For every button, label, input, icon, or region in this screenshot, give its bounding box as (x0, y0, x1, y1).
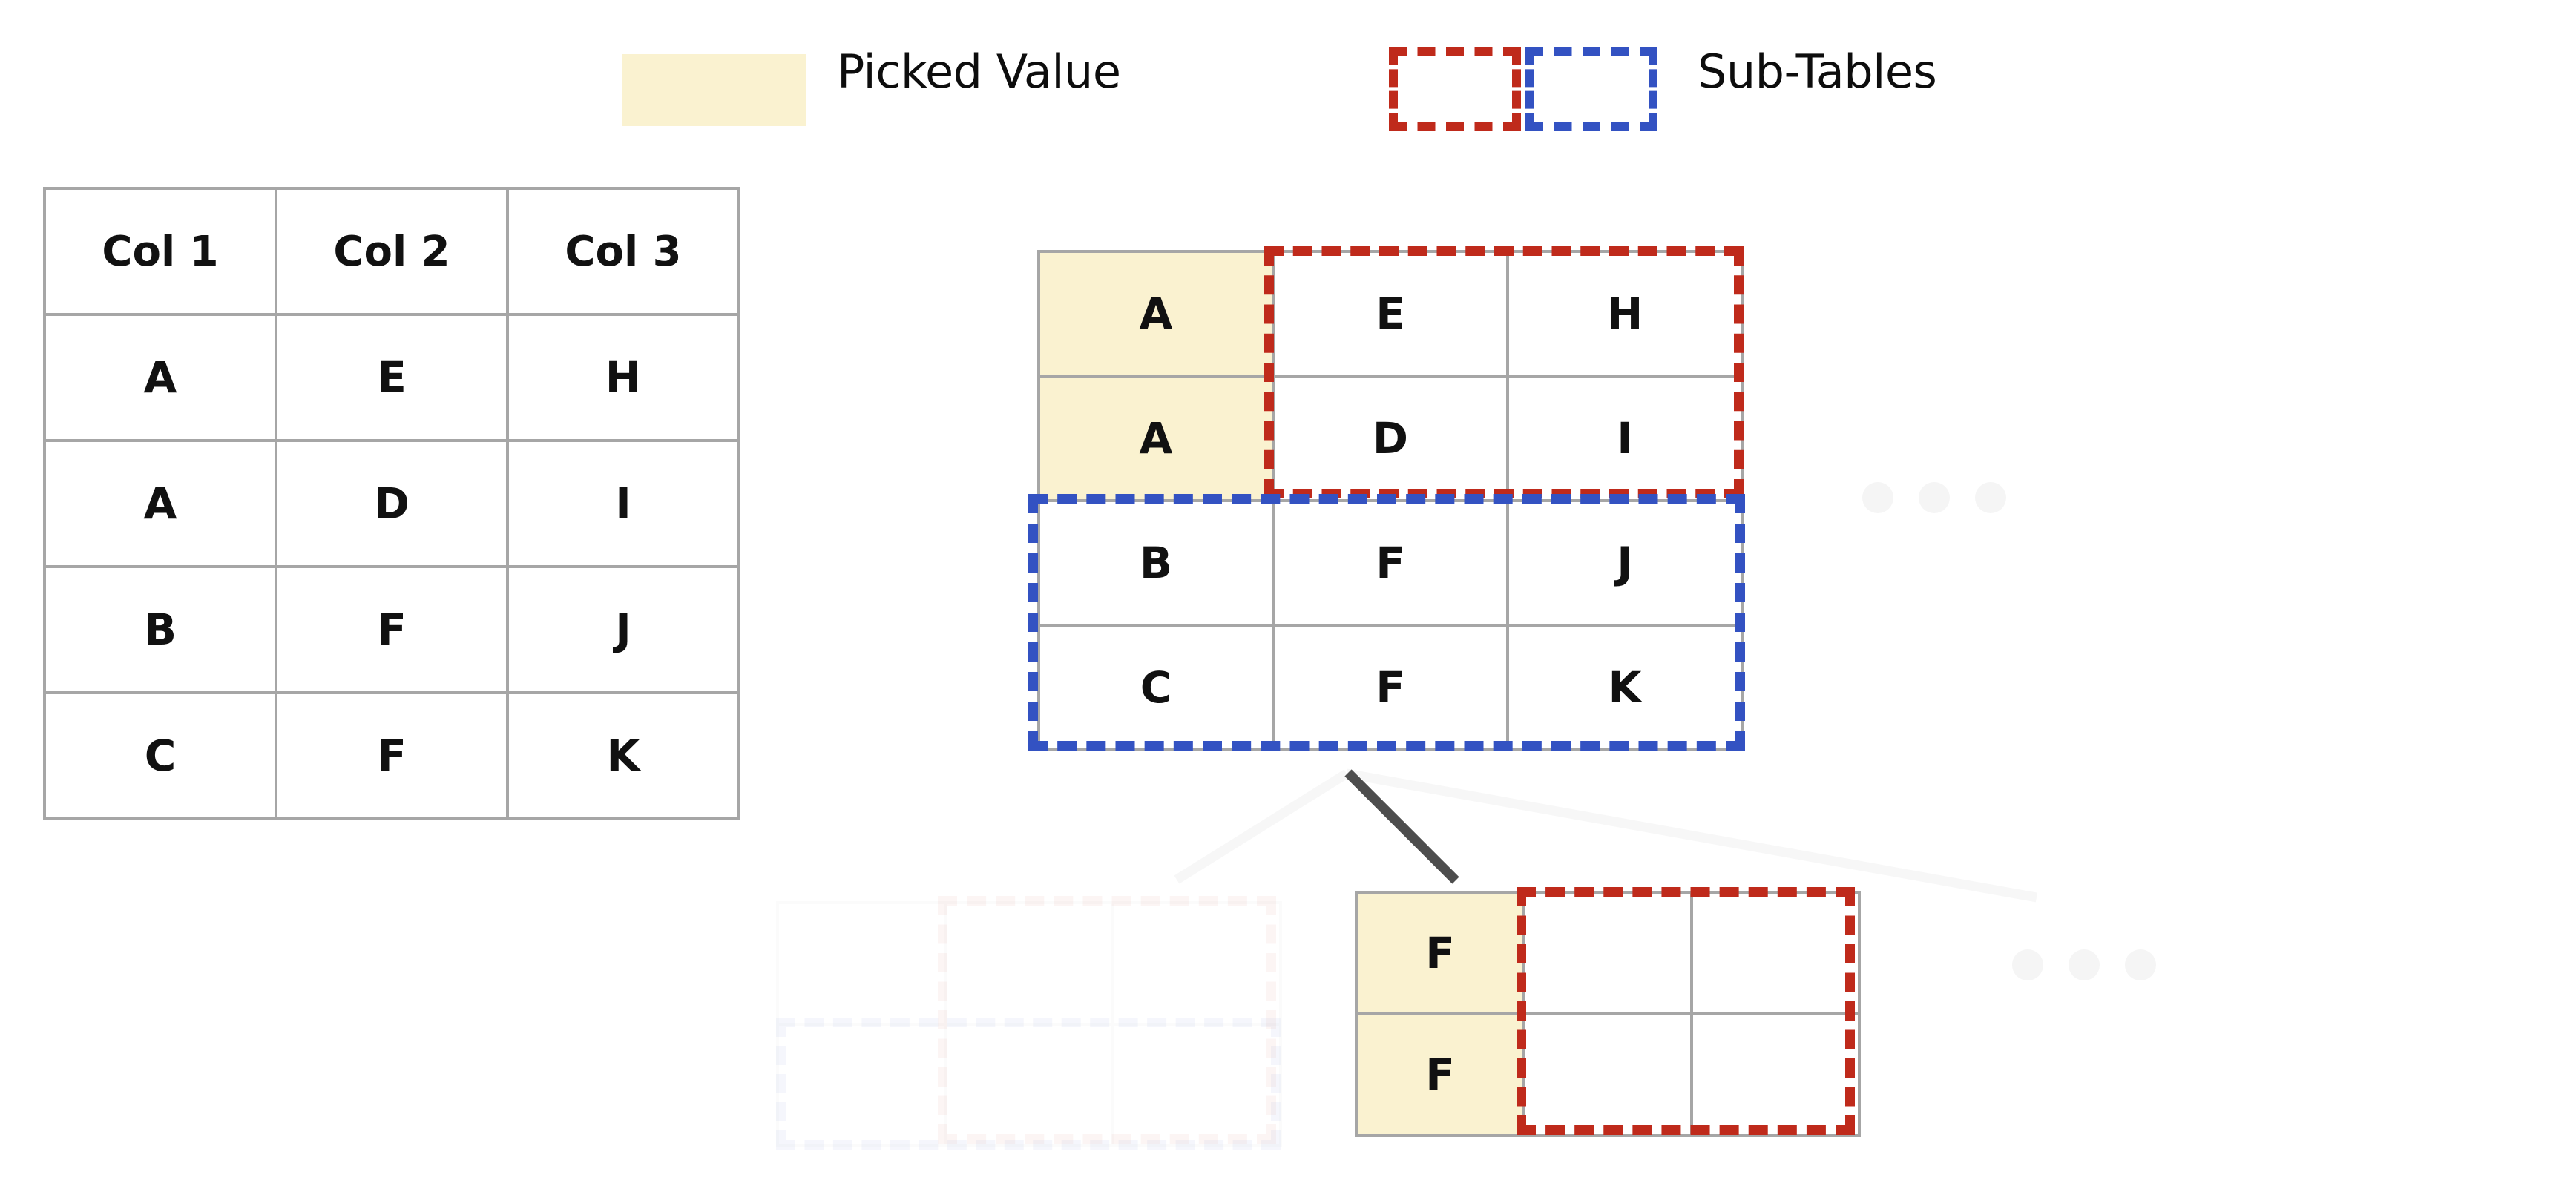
source-cell: F (275, 691, 509, 820)
middle-cell: I (1506, 375, 1744, 502)
connector-faint-right (1345, 768, 2038, 903)
table-row: A E H (43, 313, 740, 442)
source-table: Col 1 Col 2 Col 3 A E H A D I B F J C F (43, 187, 740, 820)
table-row: F (1355, 1012, 1861, 1137)
ghost-cell (945, 903, 1113, 1024)
middle-cell: F (1272, 624, 1509, 751)
table-row: B F J (43, 565, 740, 694)
middle-cell: K (1506, 624, 1744, 751)
ellipsis-dot (1862, 482, 1893, 513)
legend-sub-tables-label: Sub-Tables (1698, 45, 1937, 99)
legend-red-subtable-swatch (1389, 47, 1521, 131)
ghost-sub-table (776, 901, 1282, 1147)
connector-faint-left (1174, 769, 1350, 884)
source-cell: D (275, 439, 509, 568)
source-cell: E (275, 313, 509, 442)
ellipsis-right (1862, 482, 2006, 513)
source-cell: K (506, 691, 740, 820)
table-row: C F K (43, 691, 740, 820)
table-row (778, 903, 1281, 1024)
table-row: B F J (1037, 499, 1744, 627)
middle-cell: D (1272, 375, 1509, 502)
middle-cell: E (1272, 250, 1509, 378)
table-row: A D I (43, 439, 740, 568)
legend-picked-value-label: Picked Value (837, 45, 1121, 99)
middle-cell: J (1506, 499, 1744, 627)
ghost-cell (1113, 903, 1281, 1024)
picked-cell: A (1037, 250, 1275, 378)
source-header-col1: Col 1 (43, 187, 277, 316)
ellipsis-bottom (2012, 949, 2156, 980)
picked-cell: A (1037, 375, 1275, 502)
source-cell: F (275, 565, 509, 694)
bottom-cell (1690, 1012, 1861, 1137)
middle-cell: C (1037, 624, 1275, 751)
source-cell: B (43, 565, 277, 694)
ellipsis-dot (2012, 949, 2043, 980)
ghost-cell (945, 1024, 1113, 1146)
source-cell: A (43, 313, 277, 442)
partitioned-table: A E H A D I B F J C F K (1037, 250, 1744, 751)
table-row: C F K (1037, 624, 1744, 751)
ellipsis-dot (1975, 482, 2006, 513)
expanded-sub-table: F F (1355, 891, 1861, 1137)
middle-cell: F (1272, 499, 1509, 627)
legend-picked-value-swatch (622, 54, 806, 126)
ghost-cell (778, 903, 945, 1024)
bottom-cell (1522, 1012, 1693, 1137)
source-cell: C (43, 691, 277, 820)
legend-blue-subtable-swatch (1525, 47, 1657, 131)
source-cell: H (506, 313, 740, 442)
ghost-cell (778, 1024, 945, 1146)
source-cell: A (43, 439, 277, 568)
connector-to-expanded-sub-table (1344, 769, 1459, 884)
middle-cell: H (1506, 250, 1744, 378)
picked-cell: F (1355, 1012, 1525, 1137)
middle-cell: B (1037, 499, 1275, 627)
table-row: A E H (1037, 250, 1744, 378)
table-row: Col 1 Col 2 Col 3 (43, 187, 740, 316)
picked-cell: F (1355, 891, 1525, 1015)
source-cell: J (506, 565, 740, 694)
bottom-cell (1690, 891, 1861, 1015)
ellipsis-dot (1919, 482, 1950, 513)
table-row: F (1355, 891, 1861, 1015)
source-cell: I (506, 439, 740, 568)
ellipsis-dot (2069, 949, 2100, 980)
table-row: A D I (1037, 375, 1744, 502)
ghost-cell (1113, 1024, 1281, 1146)
ellipsis-dot (2125, 949, 2156, 980)
source-header-col3: Col 3 (506, 187, 740, 316)
bottom-cell (1522, 891, 1693, 1015)
table-row (778, 1024, 1281, 1146)
source-header-col2: Col 2 (275, 187, 509, 316)
